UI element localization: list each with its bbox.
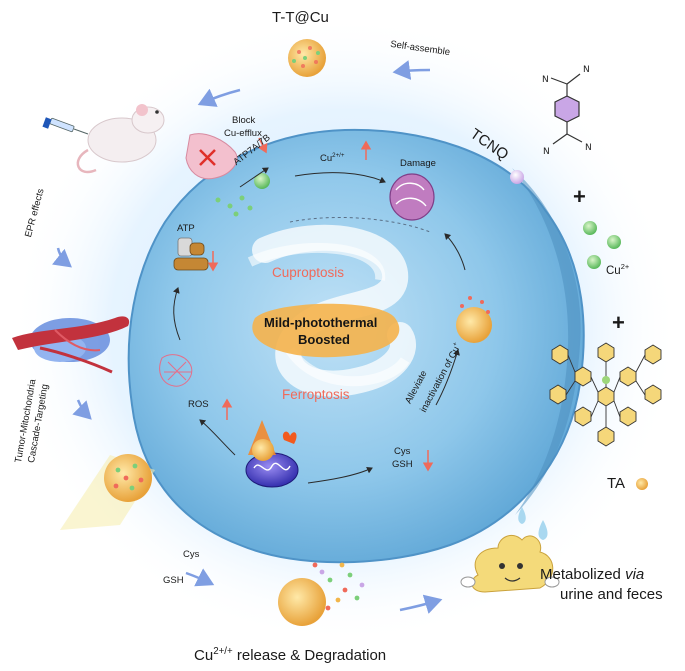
release-prefix: Cu [194,647,214,664]
right-nanoparticle [456,307,492,343]
svg-text:N: N [542,75,549,85]
svg-text:N: N [585,143,592,153]
syringe-icon [42,117,89,135]
atp7a-down-arrow [257,137,268,154]
tcnq-sphere [510,170,524,184]
arrow-to-cys [307,466,373,484]
tumor-vessel-illustration [12,316,130,374]
arrow-to-ros [199,419,236,456]
degrading-nanoparticle [278,578,326,626]
mild-photothermal-label: Mild-photothermal [264,315,378,330]
cell-membrane-shade [512,168,581,515]
arrow-efflux [239,167,269,188]
svg-text:N: N [543,147,550,157]
mitochondrion-bottom [245,452,299,488]
cu-ions-near-efflux [215,195,253,217]
arrow-to-mouse [197,88,241,107]
ta-molecule [549,342,662,447]
cuproptosis-label: Cuproptosis [272,265,345,280]
arrow-release [185,568,215,587]
release-degradation-label: Cu2+/+ release & Degradation [194,647,386,663]
ferroptosis-label: Ferroptosis [282,387,350,402]
efflux-organelle [185,133,238,180]
flame-icon [282,431,297,444]
arrow-metabolize [399,594,443,614]
tcnq-molecule [550,73,583,145]
inner-nanoparticle [252,439,274,461]
cu-sphere-2 [607,235,621,249]
release-sup: 2+/+ [213,646,233,657]
photothermal-blob [252,303,400,358]
arrow-alleviate [444,233,466,271]
cu2-label: Cu2+ [606,263,629,277]
cu-ion-prefix: Cu [320,153,333,165]
arrow-targeting [72,399,92,420]
plus-1: + [573,184,586,209]
cu-sphere-1 [583,221,597,235]
block-label: Block [232,115,256,126]
cu-ion-sup: 2+/+ [332,152,345,159]
metab-via: via [625,566,645,583]
release-suffix: release & Degradation [232,647,387,664]
arrow-epr [52,247,72,268]
mouse-illustration [76,104,165,174]
cu-ion-sphere [254,173,270,189]
ros-label: ROS [188,399,209,410]
gsh-outer-label: GSH [163,575,184,586]
boosted-label: Boosted [298,332,350,347]
gsh-inner-label: GSH [392,459,413,470]
atp-glyph [173,237,209,271]
cu-sphere-3 [587,255,601,269]
cu2-prefix: Cu [606,264,621,277]
mascot-feces [460,535,560,593]
released-ions [312,562,365,611]
ta-label: TA [607,475,626,492]
atp-label: ATP [177,223,195,234]
ros-glyph [159,354,193,387]
arrow-to-atp [173,287,181,341]
droplet-1 [518,507,526,524]
cu-ion-label: Cu2+/+ [320,152,345,165]
metabolized-label: Metabolized via [540,567,644,582]
ta-sphere [636,478,648,490]
cu-efflux-label: Cu-efflux [224,128,262,139]
cu2-sup: 2+ [620,262,630,271]
damage-label: Damage [400,158,436,169]
svg-text:N: N [583,65,590,75]
cys-inner-label: Cys [394,446,411,457]
urine-feces-label: urine and feces [560,586,663,603]
arrow-self-assemble [392,60,431,80]
metab-prefix: Metabolized [540,566,626,583]
plus-2: + [612,310,625,335]
cys-outer-label: Cys [183,549,200,560]
droplet-2 [538,520,548,540]
ta-center-cu [602,376,610,384]
arrow-from-cys [435,349,460,406]
t-t-cu-label: T-T@Cu [272,9,329,26]
arrow-to-damage [294,172,386,184]
damaged-mitochondrion [389,173,435,221]
